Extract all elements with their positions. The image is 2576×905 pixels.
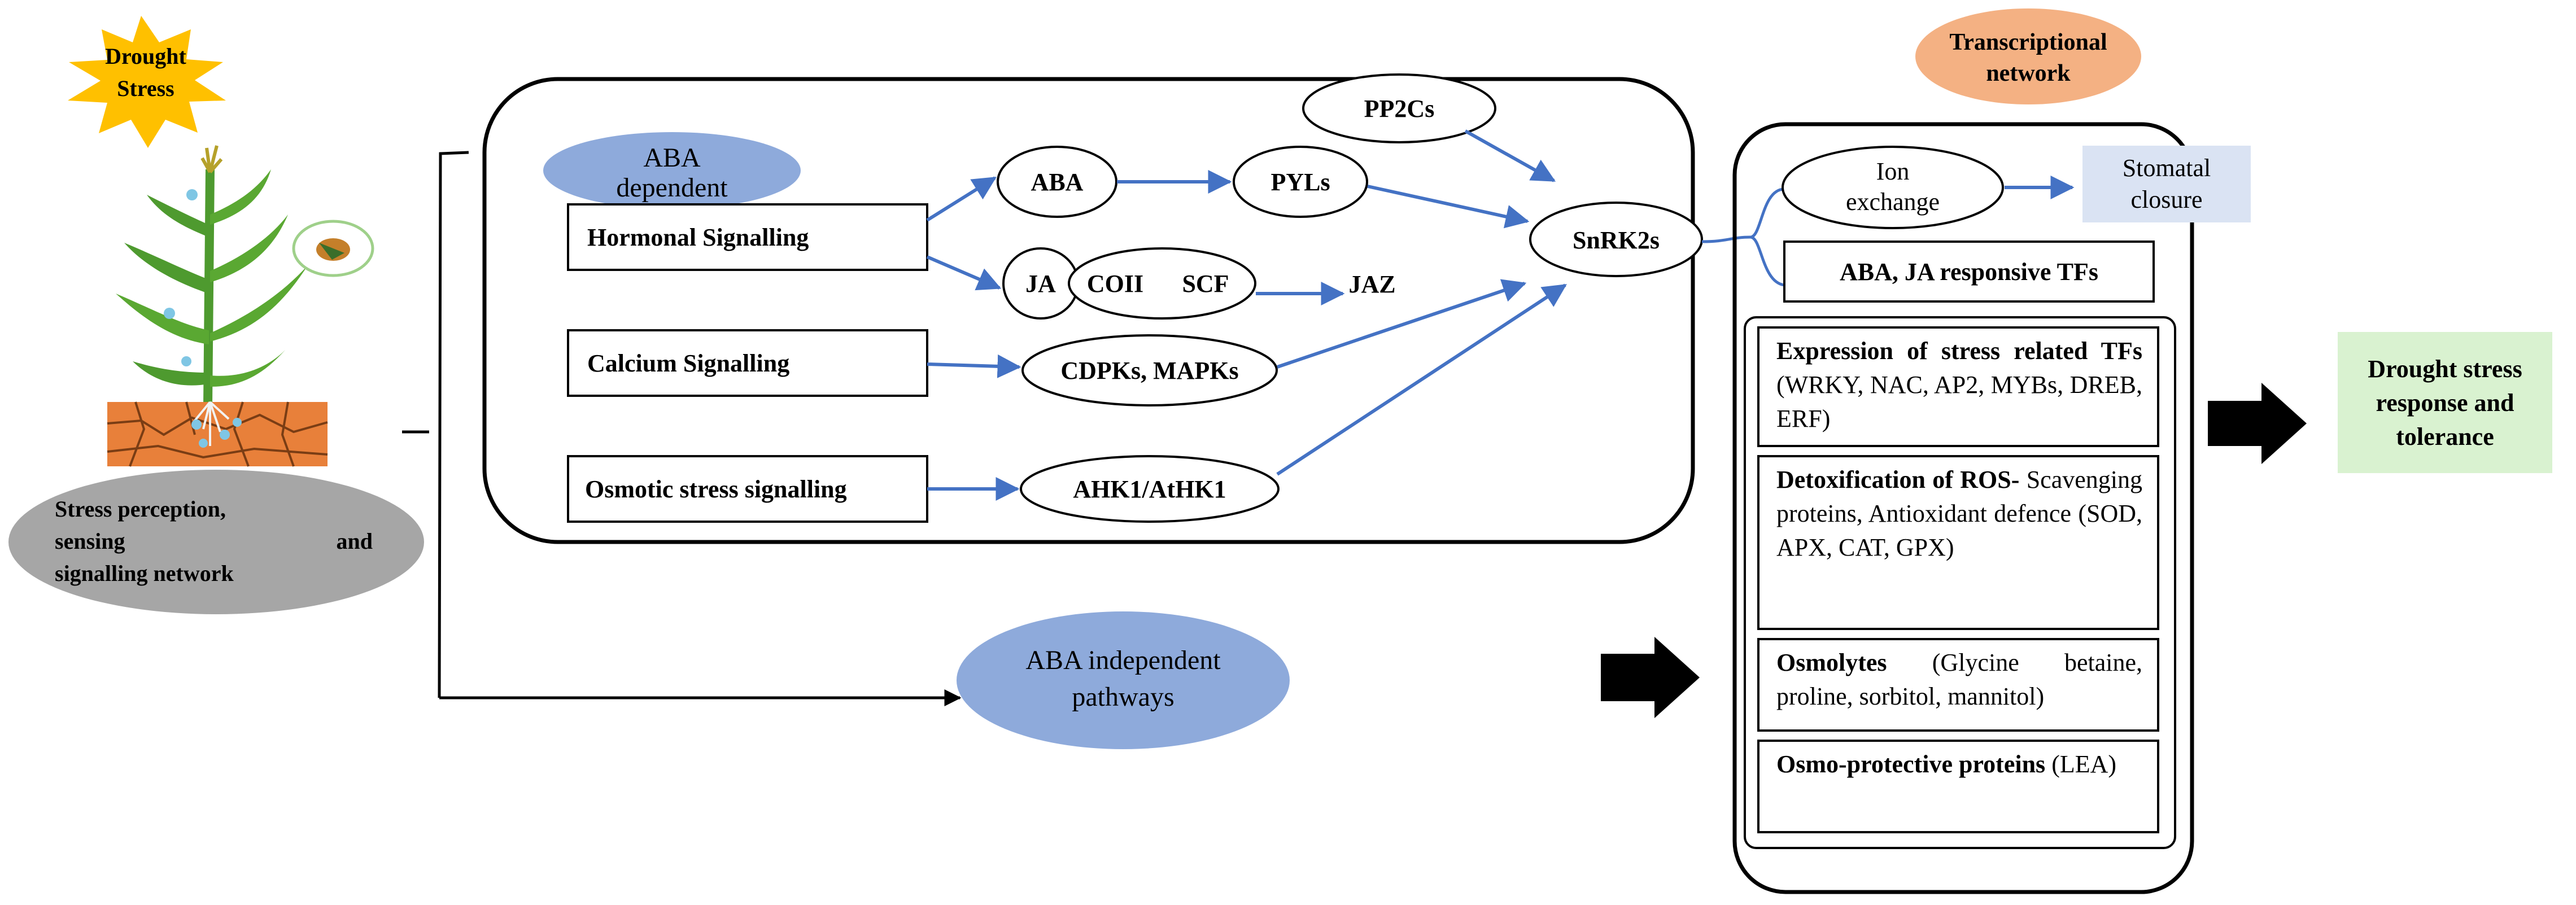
pyls-label: PYLs xyxy=(1270,168,1330,196)
aba-independent-ellipse xyxy=(957,611,1290,749)
block-arrow-icon xyxy=(2208,383,2307,464)
aba-ja-tfs-label: ABA, JA responsive TFs xyxy=(1840,258,2098,286)
bird-icon xyxy=(292,220,374,277)
outcome-line-2: response and xyxy=(2376,389,2514,417)
detox-rest: Scavenging proteins, Antioxidant defence… xyxy=(1776,466,2142,561)
detox-text: Detoxification of ROS- Scavenging protei… xyxy=(1776,463,2142,565)
maize-plant-icon xyxy=(116,145,308,407)
aba-dependent-label-2: dependent xyxy=(616,173,728,203)
hormonal-signalling-box xyxy=(567,203,928,271)
sun-burst-icon xyxy=(68,16,226,148)
transcriptional-network-ellipse xyxy=(1915,8,2141,104)
cdpks-mapks-node xyxy=(1021,334,1278,406)
perception-line-2b: and xyxy=(337,528,373,554)
osmolytes-text: Osmolytes (Glycine betaine, proline, sor… xyxy=(1776,646,2142,714)
osmolytes-box xyxy=(1757,638,2159,732)
pyls-node xyxy=(1233,146,1368,218)
expression-bold: Expression of stress related TFs xyxy=(1776,337,2142,365)
pp2cs-node xyxy=(1302,73,1496,143)
aba-independent-label-2: pathways xyxy=(1072,682,1174,712)
cracked-soil-icon xyxy=(107,401,328,467)
stomatal-closure-box xyxy=(2082,146,2251,222)
expression-text: Expression of stress related TFs (WRKY, … xyxy=(1776,334,2142,436)
expression-rest: (WRKY, NAC, AP2, MYBs, DREB, ERF) xyxy=(1776,371,2142,432)
osmotic-signalling-label: Osmotic stress signalling xyxy=(585,475,847,503)
detox-box xyxy=(1757,455,2159,630)
coi1-label: COII xyxy=(1087,270,1143,298)
calcium-signalling-box xyxy=(567,329,928,397)
osmotic-signalling-box xyxy=(567,455,928,523)
scf-label: SCF xyxy=(1182,270,1229,298)
snrk2s-node xyxy=(1529,202,1703,277)
aba-independent-label-1: ABA independent xyxy=(1025,645,1221,675)
branch-bracket xyxy=(402,151,962,706)
perception-line-1: Stress perception, xyxy=(55,496,226,522)
detox-bold: Detoxification of ROS- xyxy=(1776,466,2020,493)
drought-stress-label-2: Stress xyxy=(117,76,174,101)
stomatal-label-2: closure xyxy=(2130,186,2202,213)
protective-rest: (LEA) xyxy=(2051,750,2117,778)
osmolytes-rest: (Glycine betaine, proline, sorbitol, man… xyxy=(1776,649,2142,710)
osmolytes-bold: Osmolytes xyxy=(1776,649,1887,676)
block-arrow-icon xyxy=(1601,637,1700,718)
aba-ja-tfs-box xyxy=(1783,241,2155,303)
cdpks-mapks-label: CDPKs, MAPKs xyxy=(1060,357,1238,384)
snrk2s-brace xyxy=(1701,187,1785,287)
perception-line-2: sensing xyxy=(55,528,125,554)
response-panel xyxy=(1744,316,2176,849)
aba-dependent-panel xyxy=(482,77,1695,544)
outcome-box xyxy=(2338,332,2552,473)
ion-exchange-label-2: exchange xyxy=(1846,188,1940,216)
aba-dependent-label-1: ABA xyxy=(643,143,701,173)
aba-dependent-ellipse xyxy=(543,132,801,209)
ja-label: JA xyxy=(1025,270,1056,298)
pp2cs-label: PP2Cs xyxy=(1364,95,1435,123)
aba-node xyxy=(997,146,1117,218)
protective-bold: Osmo-protective proteins xyxy=(1776,750,2046,778)
ahk1-node xyxy=(1020,455,1280,523)
stomatal-label-1: Stomatal xyxy=(2123,154,2211,182)
drought-stress-label-1: Drought xyxy=(105,43,186,69)
transcriptional-label-2: network xyxy=(1986,60,2071,86)
protective-text: Osmo-protective proteins (LEA) xyxy=(1776,747,2142,781)
transcriptional-label-1: Transcriptional xyxy=(1949,29,2107,55)
outcome-line-1: Drought stress xyxy=(2368,355,2522,383)
aba-label: ABA xyxy=(1031,168,1084,196)
snrk2s-label: SnRK2s xyxy=(1573,226,1660,254)
calcium-signalling-label: Calcium Signalling xyxy=(587,349,789,377)
hormonal-signalling-label: Hormonal Signalling xyxy=(587,224,809,251)
outcome-line-3: tolerance xyxy=(2396,423,2494,451)
transcriptional-panel xyxy=(1732,122,2194,894)
perception-line-3: signalling network xyxy=(55,561,234,586)
ahk1-label: AHK1/AtHK1 xyxy=(1073,475,1226,503)
coi1-scf-node xyxy=(1068,247,1256,320)
protective-proteins-box xyxy=(1757,740,2159,833)
signal-arrows xyxy=(926,129,2075,501)
stress-perception-node xyxy=(8,470,424,614)
jaz-label: JAZ xyxy=(1348,270,1395,298)
expression-box xyxy=(1757,326,2159,447)
ion-exchange-label-1: Ion xyxy=(1876,158,1910,185)
ion-exchange-node xyxy=(1782,146,2004,229)
